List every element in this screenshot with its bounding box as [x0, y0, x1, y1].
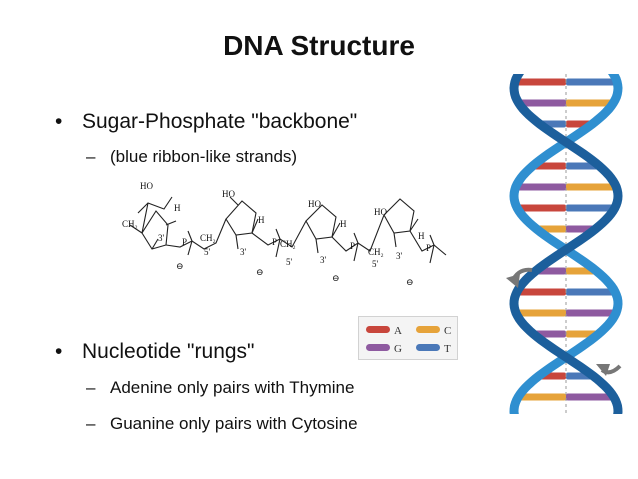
legend-label-g: G [394, 343, 402, 355]
label-h: H [340, 219, 347, 229]
arrowhead-icon [506, 274, 520, 288]
legend-swatch-g [366, 344, 390, 351]
base-pair-rung [566, 99, 614, 107]
sub-bullet-ribbon: – (blue ribbon-like strands) [86, 147, 298, 167]
arrowhead-icon [596, 364, 610, 376]
base-pair-rung [566, 78, 618, 86]
label-ch2: CH₂ [122, 219, 138, 229]
label-ho: HO [308, 199, 321, 209]
bullet-rungs: • Nucleotide "rungs" [55, 340, 255, 364]
base-pair-rung [514, 78, 566, 86]
label-negative-charge: ⊖ [256, 267, 264, 277]
sub-bullet-text: Adenine only pairs with Thymine [110, 378, 355, 397]
label-ch2: CH₂ [200, 233, 216, 243]
label-p: P [426, 243, 431, 253]
base-pair-rung [515, 183, 566, 191]
label-negative-charge: ⊖ [406, 277, 414, 287]
sub-bullet-text: Guanine only pairs with Cytosine [110, 414, 358, 433]
legend-swatch-t [416, 344, 440, 351]
sugar-phosphate-strand [509, 74, 623, 414]
bullet-backbone: • Sugar-Phosphate "backbone" [55, 110, 358, 134]
label-5prime: 5' [372, 259, 379, 269]
bullet-text: Nucleotide "rungs" [82, 340, 255, 363]
bullet-dot: • [55, 110, 63, 133]
base-pair-rung [566, 183, 617, 191]
base-pair-rung [518, 393, 566, 401]
legend-swatch-c [416, 326, 440, 333]
base-pair-rung [566, 393, 614, 401]
label-ho: HO [222, 189, 235, 199]
label-h: H [258, 215, 265, 225]
legend-swatch-a [366, 326, 390, 333]
label-p: P [272, 237, 277, 247]
sub-bullet-guanine: – Guanine only pairs with Cytosine [86, 414, 358, 434]
legend-label-c: C [444, 325, 451, 337]
bullet-text: Sugar-Phosphate "backbone" [82, 110, 358, 133]
label-ho: HO [374, 207, 387, 217]
label-p: P [350, 241, 355, 251]
label-h: H [418, 231, 425, 241]
label-3prime: 3' [320, 255, 327, 265]
sub-bullet-text: (blue ribbon-like strands) [110, 147, 298, 166]
base-pair-rung [566, 309, 616, 317]
base-pair-rung [566, 288, 616, 296]
label-ch2: CH₂ [280, 239, 296, 249]
label-p: P [182, 237, 187, 247]
sub-dash: – [86, 147, 96, 166]
label-3prime: 3' [240, 247, 247, 257]
backbone-structure-diagram: HO HO HO HO H H H H CH₂ CH₂ CH₂ CH₂ P P … [122, 181, 447, 287]
slide-title: DNA Structure [223, 30, 415, 61]
label-3prime: 3' [396, 251, 403, 261]
base-pair-rung [516, 309, 566, 317]
label-5prime: 5' [286, 257, 293, 267]
sugar-phosphate-strand [509, 74, 623, 414]
label-3prime: 3' [158, 233, 165, 243]
label-ch2: CH₂ [368, 247, 384, 257]
label-negative-charge: ⊖ [176, 261, 184, 271]
sub-bullet-adenine: – Adenine only pairs with Thymine [86, 378, 355, 398]
base-pair-rung [516, 288, 566, 296]
dna-double-helix-illustration [506, 74, 632, 414]
label-h: H [174, 203, 181, 213]
base-pair-rung [517, 204, 566, 212]
base-pair-rung [566, 204, 615, 212]
label-negative-charge: ⊖ [332, 273, 340, 283]
label-ho: HO [140, 181, 153, 191]
bullet-dot: • [55, 340, 63, 363]
legend-label-t: T [444, 343, 451, 355]
sub-dash: – [86, 378, 96, 397]
base-pair-legend: A C G T [358, 316, 458, 360]
legend-label-a: A [394, 325, 402, 337]
base-pair-rung [518, 99, 566, 107]
sub-dash: – [86, 414, 96, 433]
label-5prime: 5' [204, 247, 211, 257]
